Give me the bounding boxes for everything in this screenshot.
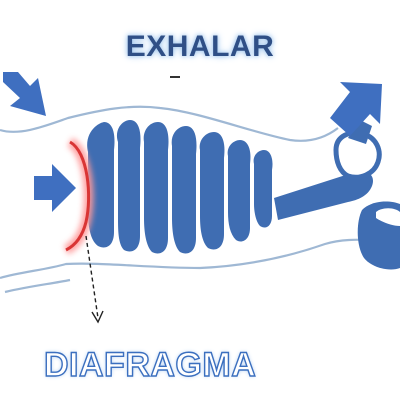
neck-piece: [348, 120, 372, 144]
rib-1: [87, 122, 115, 248]
dashed-arrow-down-icon: [85, 235, 104, 324]
lower-body-outline: [0, 238, 386, 280]
rib-4: [171, 126, 197, 254]
diagram-title: EXHALAR: [125, 30, 275, 63]
spine-structure: [274, 120, 400, 270]
arrow-right-icon: [34, 164, 76, 212]
back-outline: [4, 278, 71, 294]
diaphragm-line: [65, 140, 91, 252]
rib-6: [227, 140, 251, 242]
jaw-shape: [376, 208, 400, 226]
rib-2: [116, 120, 141, 252]
body-outline: [0, 105, 386, 294]
diaphragm-label: DIAFRAGMA: [43, 345, 257, 384]
diaphragm-glow: [63, 137, 94, 255]
diaphragm: [63, 137, 94, 255]
rib-5: [199, 132, 225, 250]
ribcage: [87, 120, 273, 254]
arrow-up-right-icon: [330, 82, 382, 136]
rib-3: [143, 122, 169, 254]
title-underline-mark: [170, 76, 180, 78]
spine-bar: [274, 170, 374, 220]
upper-body-outline: [0, 105, 339, 142]
arrow-down-right-icon: [3, 72, 46, 116]
rib-7: [253, 150, 273, 228]
